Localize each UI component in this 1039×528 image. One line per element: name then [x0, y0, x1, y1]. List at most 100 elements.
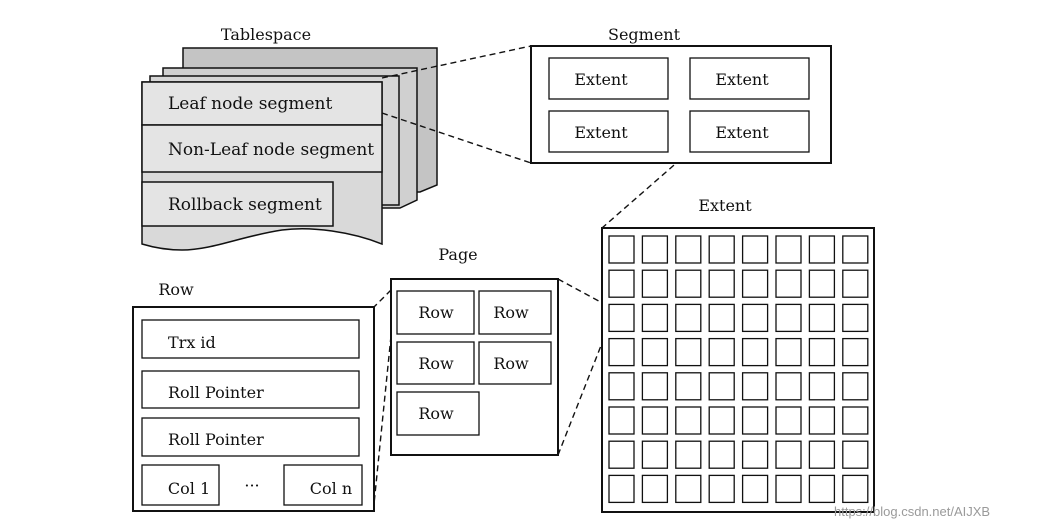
extent-page-cell — [708, 303, 735, 333]
non-leaf-node-segment-box — [141, 124, 383, 173]
extent-page-cell — [741, 235, 769, 264]
extent-page-cell — [842, 406, 869, 435]
row-field-roll-pointer-2-label: Roll Pointer — [168, 430, 264, 449]
page-row-3-label: Row — [418, 354, 454, 373]
row-col-last — [283, 464, 363, 506]
page-title: Page — [438, 245, 478, 264]
row-col-first-label: Col 1 — [167, 479, 211, 498]
extent-page-cell — [608, 474, 635, 504]
extent-page-cell — [775, 269, 802, 298]
extent-page-cell — [608, 372, 635, 401]
page-row-2 — [478, 290, 552, 335]
connector-extent-page-top — [557, 278, 607, 306]
page-row-4 — [478, 341, 552, 385]
rollback-segment-label: Rollback segment — [168, 195, 322, 215]
extent-page-cell — [708, 337, 735, 367]
page-row-5 — [396, 391, 480, 436]
extent-page-cell — [641, 372, 669, 401]
extent-page-cell — [675, 474, 702, 504]
extent-box — [601, 227, 875, 513]
extent-page-cell — [808, 303, 836, 333]
connector-page-row-bottom — [373, 335, 392, 505]
row-field-trx-id-label: Trx id — [168, 333, 216, 352]
row-field-roll-pointer-2 — [141, 417, 360, 457]
extent-page-cell — [842, 235, 869, 264]
leaf-node-segment-box — [141, 81, 383, 126]
extent-page-cell — [641, 269, 669, 298]
row-col-first — [141, 464, 220, 506]
extent-page-cell — [675, 235, 702, 264]
extent-page-cell — [808, 235, 836, 264]
page-row-1-label: Row — [418, 303, 454, 322]
segment-box — [530, 45, 832, 164]
extent-page-cell — [708, 372, 735, 401]
extent-page-cell — [675, 372, 702, 401]
extent-page-cell — [708, 406, 735, 435]
extent-page-cell — [842, 303, 869, 333]
page-box — [390, 278, 559, 456]
extent-page-cell — [808, 406, 836, 435]
extent-page-cell — [775, 372, 802, 401]
extent-page-cell — [741, 303, 769, 333]
segment-extent-1-label: Extent — [574, 70, 628, 89]
extent-page-cell — [641, 235, 669, 264]
extent-page-cell — [808, 474, 836, 504]
extent-title: Extent — [698, 196, 752, 215]
extent-page-grid — [608, 235, 869, 504]
extent-page-cell — [608, 269, 635, 298]
connector-page-row-top — [373, 289, 392, 308]
extent-page-cell — [808, 372, 836, 401]
extent-page-cell — [708, 269, 735, 298]
segment-extent-1 — [548, 57, 669, 100]
extent-page-cell — [775, 337, 802, 367]
tablespace-title: Tablespace — [220, 25, 312, 44]
extent-page-cell — [675, 406, 702, 435]
segment-extent-4 — [689, 110, 810, 153]
extent-page-cell — [741, 406, 769, 435]
extent-page-cell — [741, 474, 769, 504]
row-field-roll-pointer-1-label: Roll Pointer — [168, 383, 264, 402]
extent-page-cell — [842, 474, 869, 504]
extent-page-cell — [608, 440, 635, 469]
extent-page-cell — [842, 372, 869, 401]
row-field-roll-pointer-1 — [141, 370, 360, 409]
page-row-2-label: Row — [493, 303, 529, 322]
segment-extent-3 — [548, 110, 669, 153]
rollback-segment-box — [141, 181, 334, 227]
extent-page-cell — [675, 440, 702, 469]
extent-page-cell — [641, 474, 669, 504]
extent-page-cell — [775, 303, 802, 333]
extent-page-cell — [608, 406, 635, 435]
extent-page-cell — [608, 235, 635, 264]
extent-page-cell — [641, 303, 669, 333]
extent-page-cell — [608, 337, 635, 367]
row-col-last-label: Col n — [309, 479, 353, 498]
row-box — [132, 306, 375, 512]
non-leaf-node-segment-label: Non-Leaf node segment — [168, 140, 375, 160]
page-row-4-label: Row — [493, 354, 529, 373]
extent-page-cell — [708, 474, 735, 504]
connector-tablespace-segment-bottom — [381, 112, 532, 164]
extent-page-cell — [775, 406, 802, 435]
extent-page-cell — [741, 372, 769, 401]
segment-extent-3-label: Extent — [574, 123, 628, 142]
watermark-text: https://blog.csdn.net/AIJXB — [834, 504, 991, 519]
tablespace-stack — [141, 47, 438, 251]
extent-page-cell — [808, 337, 836, 367]
page-row-3 — [396, 341, 475, 385]
extent-page-cell — [708, 440, 735, 469]
row-title: Row — [158, 280, 194, 299]
page-row-1 — [396, 290, 475, 335]
extent-page-cell — [842, 337, 869, 367]
connector-lines — [373, 45, 690, 505]
extent-page-cell — [808, 440, 836, 469]
extent-page-cell — [675, 303, 702, 333]
leaf-node-segment-label: Leaf node segment — [168, 94, 333, 114]
extent-page-cell — [808, 269, 836, 298]
extent-page-cell — [842, 269, 869, 298]
extent-page-cell — [675, 269, 702, 298]
connector-extent-page-bottom — [557, 332, 607, 456]
extent-page-cell — [641, 440, 669, 469]
